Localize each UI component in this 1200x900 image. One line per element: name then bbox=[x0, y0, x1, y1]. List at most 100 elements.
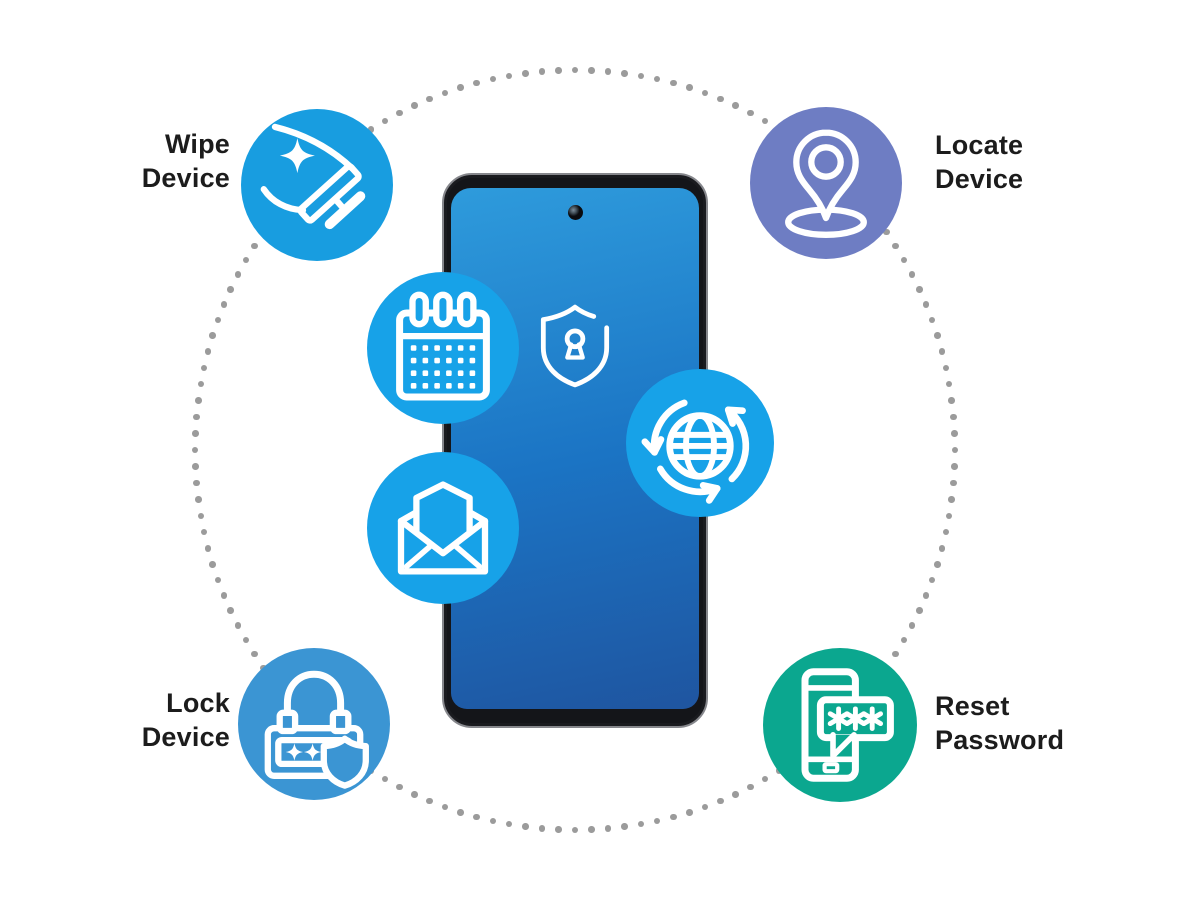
locate-device-circle bbox=[750, 107, 902, 259]
ring-dot bbox=[505, 72, 513, 80]
ring-dot bbox=[938, 545, 946, 552]
ring-dot bbox=[942, 364, 950, 371]
ring-dot bbox=[571, 66, 579, 74]
ring-dot bbox=[489, 817, 496, 825]
ring-dot bbox=[214, 316, 222, 324]
ring-dot bbox=[938, 348, 946, 355]
location-pin-icon bbox=[785, 129, 867, 238]
ring-dot bbox=[916, 607, 923, 614]
lock-device-label-line1: Lock bbox=[166, 688, 230, 718]
ring-dot bbox=[951, 463, 958, 470]
ring-dot bbox=[637, 820, 645, 828]
ring-dot bbox=[396, 783, 403, 791]
ring-dot bbox=[538, 68, 546, 75]
ring-dot bbox=[195, 496, 202, 503]
ring-dot bbox=[950, 479, 957, 487]
punch-hole-camera-icon bbox=[567, 205, 583, 220]
lock-shield-icon bbox=[264, 670, 369, 789]
ring-dot bbox=[951, 446, 959, 454]
calendar-circle bbox=[367, 272, 519, 424]
ring-dot bbox=[900, 256, 908, 264]
reset-password-label-line2: Password bbox=[935, 725, 1065, 755]
ring-dot bbox=[555, 826, 562, 833]
email-circle bbox=[367, 452, 519, 604]
ring-dot bbox=[441, 89, 449, 97]
ring-dot bbox=[195, 397, 202, 404]
wipe-device-circle bbox=[241, 109, 393, 261]
wipe-device-label-line2: Device bbox=[141, 163, 230, 193]
ring-dot bbox=[555, 67, 562, 74]
ring-dot bbox=[747, 783, 754, 791]
ring-dot bbox=[948, 496, 955, 503]
ring-dot bbox=[686, 809, 693, 816]
locate-device-label: Locate Device bbox=[935, 128, 1023, 196]
ring-dot bbox=[489, 75, 496, 83]
ring-dot bbox=[717, 797, 724, 805]
ring-dot bbox=[670, 79, 677, 87]
ring-dot bbox=[588, 826, 595, 833]
ring-dot bbox=[951, 430, 958, 437]
ring-dot bbox=[945, 512, 953, 520]
ring-dot bbox=[200, 528, 208, 536]
ring-dot bbox=[457, 809, 464, 816]
lock-device-circle bbox=[238, 648, 390, 800]
reset-password-label-line1: Reset bbox=[935, 691, 1010, 721]
ring-dot bbox=[505, 820, 513, 828]
ring-dot bbox=[441, 803, 449, 811]
ring-dot bbox=[214, 576, 222, 584]
ring-dot bbox=[209, 332, 216, 339]
ring-dot bbox=[242, 256, 250, 264]
ring-dot bbox=[192, 430, 199, 437]
ring-dot bbox=[934, 332, 941, 339]
ring-dot bbox=[227, 286, 234, 293]
sync-circle bbox=[626, 369, 774, 517]
ring-dot bbox=[197, 380, 205, 388]
ring-dot bbox=[522, 823, 529, 830]
ring-dot bbox=[200, 364, 208, 371]
ring-dot bbox=[227, 607, 234, 614]
ring-dot bbox=[197, 512, 205, 520]
ring-dot bbox=[204, 348, 212, 355]
calendar-icon bbox=[396, 291, 490, 401]
ring-dot bbox=[192, 463, 199, 470]
password-message-icon bbox=[801, 668, 894, 782]
ring-dot bbox=[883, 228, 890, 236]
ring-dot bbox=[922, 301, 930, 308]
ring-dot bbox=[457, 84, 464, 91]
ring-dot bbox=[701, 89, 709, 97]
ring-dot bbox=[701, 803, 709, 811]
ring-dot bbox=[732, 102, 739, 109]
ring-dot bbox=[928, 316, 936, 324]
ring-dot bbox=[411, 791, 418, 798]
ring-dot bbox=[934, 561, 941, 568]
ring-dot bbox=[908, 271, 916, 278]
ring-dot bbox=[381, 117, 389, 125]
ring-dot bbox=[588, 67, 595, 74]
ring-dot bbox=[621, 823, 628, 830]
ring-dot bbox=[942, 528, 950, 536]
ring-dot bbox=[892, 242, 899, 250]
ring-dot bbox=[411, 102, 418, 109]
ring-dot bbox=[209, 561, 216, 568]
calendar-date-dots bbox=[410, 345, 476, 389]
globe-sync-icon bbox=[641, 399, 750, 504]
wipe-icon bbox=[260, 123, 366, 230]
ring-dot bbox=[193, 413, 200, 421]
ring-dot bbox=[473, 813, 480, 821]
ring-dot bbox=[426, 95, 433, 103]
ring-dot bbox=[220, 592, 228, 599]
ring-dot bbox=[396, 109, 403, 117]
ring-dot bbox=[571, 826, 579, 834]
ring-dot bbox=[473, 79, 480, 87]
ring-dot bbox=[732, 791, 739, 798]
shield-keyhole-icon bbox=[540, 304, 610, 388]
ring-dot bbox=[908, 622, 916, 629]
ring-dot bbox=[604, 68, 612, 75]
ring-dot bbox=[747, 109, 754, 117]
ring-dot bbox=[242, 636, 250, 644]
ring-dot bbox=[193, 479, 200, 487]
ring-dot bbox=[761, 775, 769, 783]
ring-dot bbox=[670, 813, 677, 821]
lock-device-label: Lock Device bbox=[60, 686, 230, 754]
